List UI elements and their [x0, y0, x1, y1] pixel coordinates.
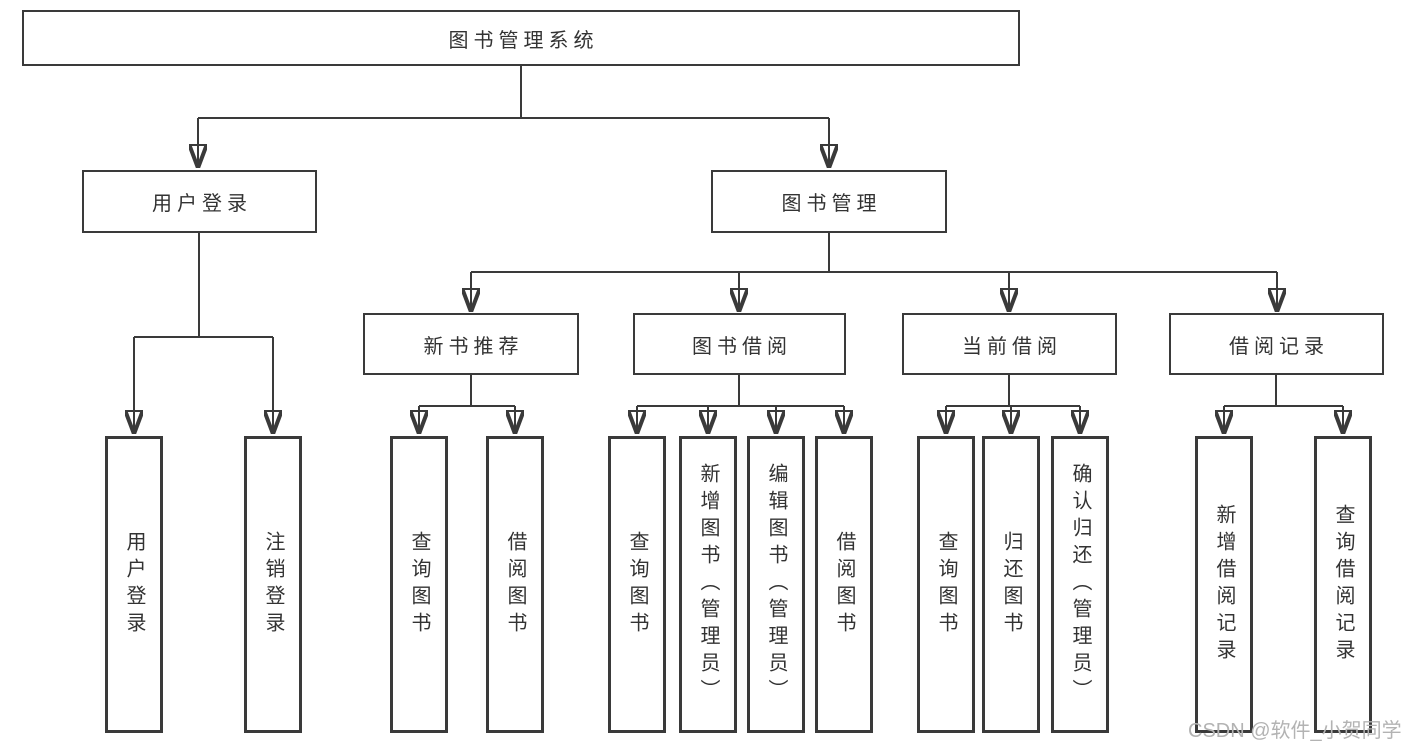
leaf-bb-edit-books-admin: 编辑图书（管理员）	[747, 436, 805, 733]
leaf-br-query-record: 查询借阅记录	[1314, 436, 1372, 733]
node-book-borrowing-label: 图书借阅	[692, 335, 792, 358]
leaf-cb-return-books-label: 归还图书	[1000, 530, 1022, 639]
leaf-bb-edit-books-admin-label: 编辑图书（管理员）	[765, 463, 787, 706]
leaf-user-login-label: 用户登录	[123, 530, 145, 639]
node-current-borrowing-label: 当前借阅	[962, 335, 1062, 358]
leaf-nb-borrow-books-label: 借阅图书	[504, 530, 526, 639]
leaf-logout: 注销登录	[244, 436, 302, 733]
leaf-bb-borrow-books-label: 借阅图书	[833, 530, 855, 639]
node-borrowing-records: 借阅记录	[1169, 313, 1384, 375]
node-book-management: 图书管理	[711, 170, 947, 233]
leaf-cb-confirm-return-admin: 确认归还（管理员）	[1051, 436, 1109, 733]
node-root-system: 图书管理系统	[22, 10, 1020, 66]
node-borrowing-records-label: 借阅记录	[1229, 335, 1329, 358]
node-book-management-label: 图书管理	[781, 193, 882, 215]
leaf-bb-borrow-books: 借阅图书	[815, 436, 873, 733]
csdn-watermark: CSDN @软件_小贺同学	[1188, 720, 1402, 742]
node-current-borrowing: 当前借阅	[902, 313, 1117, 375]
leaf-bb-query-books-label: 查询图书	[626, 530, 648, 639]
leaf-logout-label: 注销登录	[262, 530, 284, 639]
node-book-borrowing: 图书借阅	[633, 313, 846, 375]
leaf-nb-borrow-books: 借阅图书	[486, 436, 544, 733]
leaf-bb-query-books: 查询图书	[608, 436, 666, 733]
leaf-bb-add-books-admin-label: 新增图书（管理员）	[697, 463, 719, 706]
leaf-nb-query-books-label: 查询图书	[408, 530, 430, 639]
leaf-br-add-record-label: 新增借阅记录	[1213, 503, 1235, 666]
leaf-nb-query-books: 查询图书	[390, 436, 448, 733]
node-new-book-recommend: 新书推荐	[363, 313, 579, 375]
leaf-user-login: 用户登录	[105, 436, 163, 733]
node-root-label: 图书管理系统	[448, 29, 599, 52]
leaf-cb-confirm-return-admin-label: 确认归还（管理员）	[1069, 463, 1091, 706]
node-user-login: 用户登录	[82, 170, 317, 233]
leaf-cb-query-books-label: 查询图书	[935, 530, 957, 639]
leaf-br-query-record-label: 查询借阅记录	[1332, 503, 1354, 666]
node-user-login-label: 用户登录	[152, 193, 252, 215]
leaf-bb-add-books-admin: 新增图书（管理员）	[679, 436, 737, 733]
leaf-br-add-record: 新增借阅记录	[1195, 436, 1253, 733]
leaf-cb-return-books: 归还图书	[982, 436, 1040, 733]
leaf-cb-query-books: 查询图书	[917, 436, 975, 733]
node-new-book-recommend-label: 新书推荐	[423, 335, 524, 358]
